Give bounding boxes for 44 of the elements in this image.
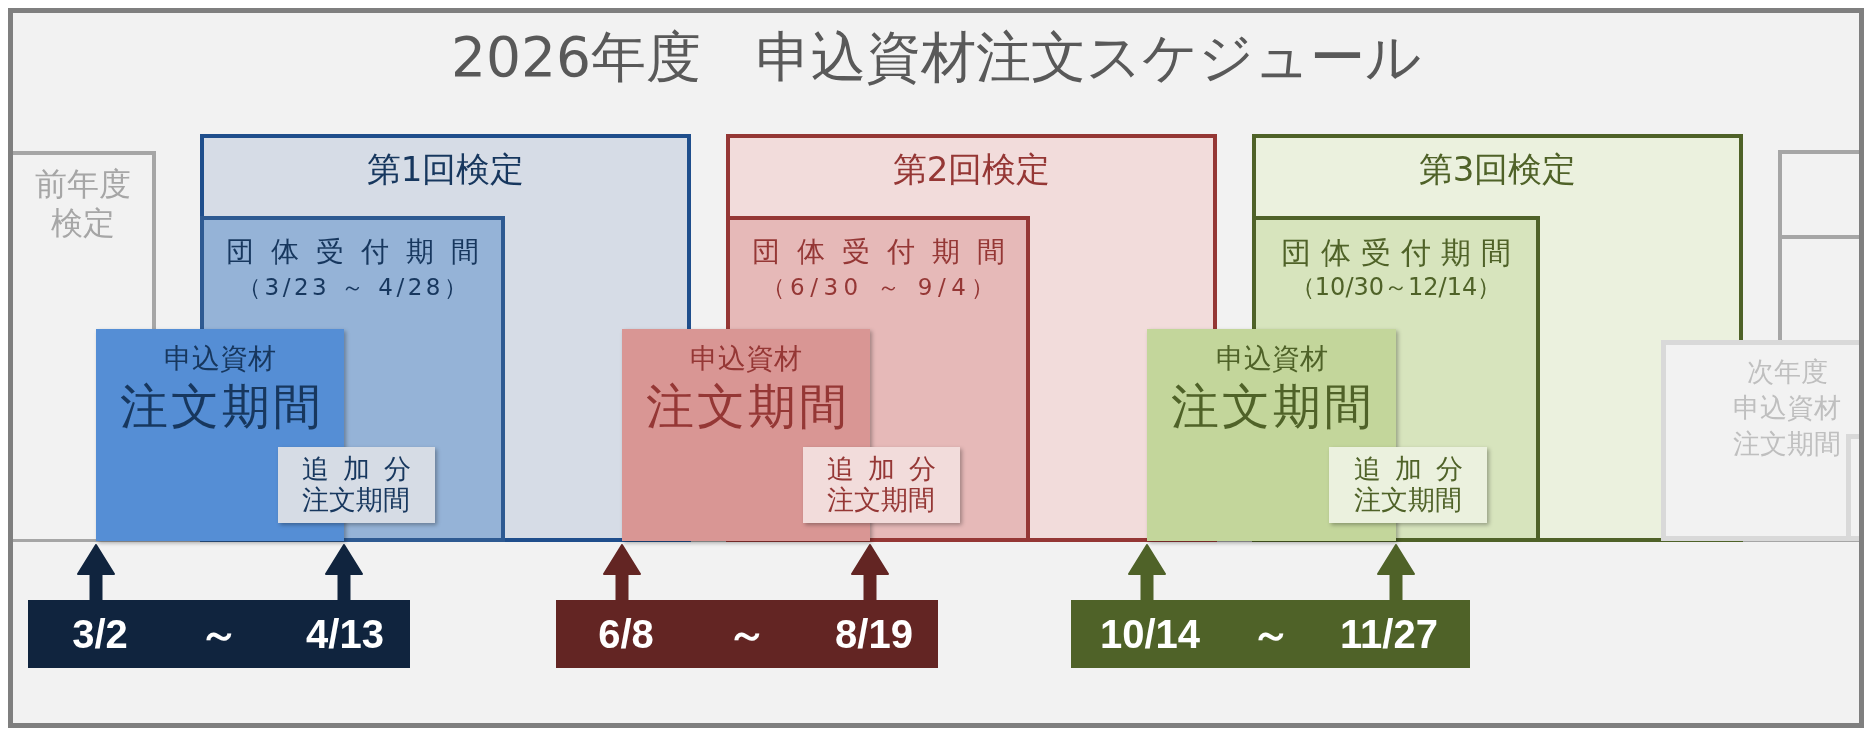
next-year-box [1661, 340, 1859, 541]
date-text: 4/13 [306, 611, 384, 658]
round-heading: 第3回検定 [1418, 149, 1577, 190]
order-caption: 申込資材 [1215, 342, 1328, 376]
order-caption: 申込資材 [164, 342, 276, 376]
date-text: 6/8 [598, 611, 654, 658]
date-bar [556, 600, 938, 668]
date-bar [1071, 600, 1470, 668]
range-tilde: ～ [1251, 611, 1291, 658]
arrow [1377, 544, 1415, 600]
arrow [77, 544, 115, 600]
date-text: 10/14 [1099, 611, 1201, 658]
additional-order-box [278, 447, 435, 523]
date-range: （3/23 ～ 4/28） [237, 273, 471, 301]
date-range: （10/30～12/14） [1290, 273, 1502, 302]
order-period-label: 注文期間 [1170, 377, 1375, 435]
date-text: 3/2 [72, 611, 128, 658]
date-text: 8/19 [835, 611, 913, 658]
arrow [1128, 544, 1166, 600]
additional-order-label: 追加分注文期間 [1353, 453, 1463, 515]
period-heading: 団体受付期間 [1280, 235, 1521, 271]
range-tilde: ～ [727, 611, 767, 658]
partial-box [1778, 150, 1859, 340]
period-heading: 団体受付期間 [750, 235, 1022, 269]
arrow [851, 544, 889, 600]
period-heading: 団体受付期間 [225, 235, 496, 269]
diagram-title: 2026年度 申込資材注文スケジュール [451, 24, 1421, 90]
previous-year-box [13, 151, 156, 329]
date-bar [28, 600, 410, 668]
date-text: 11/27 [1340, 611, 1438, 658]
arrow [325, 544, 363, 600]
order-period-label: 注文期間 [118, 377, 324, 435]
order-period-label: 注文期間 [644, 377, 850, 435]
previous-year-label: 前年度検定 [34, 165, 132, 243]
round-heading: 第1回検定 [366, 149, 525, 190]
additional-order-label: 追加分注文期間 [302, 453, 411, 515]
range-tilde: ～ [199, 611, 239, 658]
additional-order-box [803, 447, 960, 523]
additional-order-label: 追加分注文期間 [827, 453, 936, 515]
additional-order-box [1329, 447, 1487, 523]
order-caption: 申込資材 [690, 342, 802, 376]
date-range: （6/30 ～ 9/4） [760, 273, 1000, 301]
arrow [603, 544, 641, 600]
round-heading: 第2回検定 [892, 149, 1051, 190]
